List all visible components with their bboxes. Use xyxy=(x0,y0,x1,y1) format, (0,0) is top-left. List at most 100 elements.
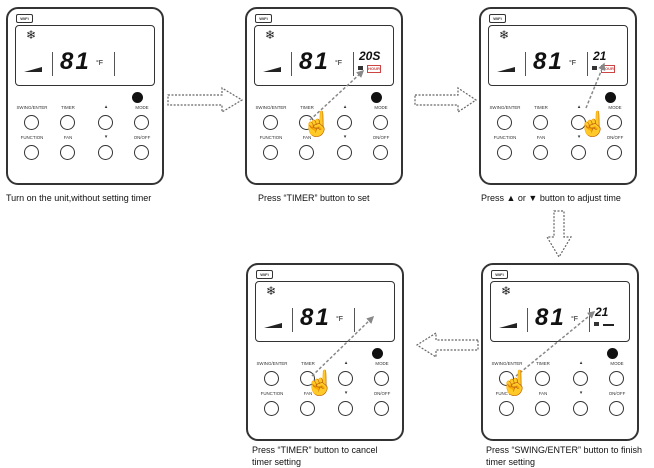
swing-enter-label: SWING/ENTER xyxy=(255,105,287,110)
lcd-separator xyxy=(114,52,115,76)
fan-button[interactable] xyxy=(60,145,75,160)
fan-button[interactable] xyxy=(300,401,315,416)
function-button[interactable] xyxy=(24,145,39,160)
timer-button[interactable] xyxy=(60,115,75,130)
timer-label: TIMER xyxy=(536,361,550,366)
remote-controller-step3: WiFi ❄ 81 °F 21 HOUR SWING/ENTER TIMER ▲… xyxy=(479,7,637,185)
down-button[interactable] xyxy=(337,145,352,160)
timer-readout: 21 xyxy=(595,305,609,319)
timer-button[interactable] xyxy=(533,115,548,130)
flow-arrow-left xyxy=(415,331,479,359)
timer-button[interactable] xyxy=(535,371,550,386)
step1-caption: Turn on the unit,without setting timer xyxy=(6,192,151,204)
caption-line: timer setting xyxy=(486,457,536,467)
down-button[interactable] xyxy=(98,145,113,160)
indicator-light xyxy=(372,348,383,359)
fan-button[interactable] xyxy=(535,401,550,416)
mode-button[interactable] xyxy=(607,115,622,130)
function-label: FUNCTION xyxy=(20,135,44,140)
remote-controller-step2: WiFi ❄ 81 °F 20S HOUR SWING/ENTER TIMER … xyxy=(245,7,403,185)
mode-button[interactable] xyxy=(374,371,389,386)
swing-enter-button[interactable] xyxy=(24,115,39,130)
swing-enter-label: SWING/ENTER xyxy=(491,361,523,366)
mode-button[interactable] xyxy=(134,115,149,130)
mode-button[interactable] xyxy=(609,371,624,386)
up-button[interactable] xyxy=(573,371,588,386)
up-button[interactable] xyxy=(571,115,586,130)
fan-speed-icon xyxy=(24,67,42,72)
temperature-readout: 81 xyxy=(300,304,331,331)
lcd-separator xyxy=(587,52,588,76)
timer-label: TIMER xyxy=(534,105,548,110)
up-button[interactable] xyxy=(337,115,352,130)
mode-label: MODE xyxy=(375,361,389,366)
lcd-display: ❄ 81 °F xyxy=(15,25,155,86)
up-label: ▲ xyxy=(576,104,582,109)
onoff-button[interactable] xyxy=(373,145,388,160)
lcd-separator xyxy=(527,308,528,332)
up-button[interactable] xyxy=(338,371,353,386)
indicator-light xyxy=(371,92,382,103)
onoff-label: ON/OFF xyxy=(133,135,151,140)
fan-button[interactable] xyxy=(533,145,548,160)
pointer-line xyxy=(311,315,375,377)
temperature-unit: °F xyxy=(571,316,579,323)
mode-label: MODE xyxy=(135,105,149,110)
down-button[interactable] xyxy=(338,401,353,416)
step5-caption: Press “TIMER” button to cancel timer set… xyxy=(252,444,378,468)
function-button[interactable] xyxy=(499,401,514,416)
indicator-light xyxy=(132,92,143,103)
timer-label: TIMER xyxy=(61,105,75,110)
timer-label: TIMER xyxy=(301,361,315,366)
temperature-unit: °F xyxy=(335,60,343,67)
snowflake-icon: ❄ xyxy=(265,28,276,42)
wifi-icon: WiFi xyxy=(16,14,33,23)
pointer-line xyxy=(585,62,606,109)
swing-enter-button[interactable] xyxy=(263,115,278,130)
wifi-icon: WiFi xyxy=(489,14,506,23)
down-button[interactable] xyxy=(573,401,588,416)
lcd-separator xyxy=(353,52,354,76)
flow-arrow-right xyxy=(167,86,244,114)
mode-button[interactable] xyxy=(373,115,388,130)
up-label: ▲ xyxy=(342,104,348,109)
wifi-icon: WiFi xyxy=(491,270,508,279)
swing-enter-button[interactable] xyxy=(264,371,279,386)
function-label: FUNCTION xyxy=(259,135,283,140)
function-button[interactable] xyxy=(264,401,279,416)
timer-icon xyxy=(358,66,363,70)
lcd-separator xyxy=(589,308,590,332)
step2-caption: Press “TIMER” button to set xyxy=(258,192,370,204)
step3-caption: Press ▲ or ▼ button to adjust time xyxy=(481,192,621,204)
onoff-button[interactable] xyxy=(134,145,149,160)
swing-enter-button[interactable] xyxy=(499,371,514,386)
snowflake-icon: ❄ xyxy=(26,28,37,42)
lcd-separator xyxy=(525,52,526,76)
down-button[interactable] xyxy=(571,145,586,160)
remote-controller-step4: WiFi ❄ 81 °F 21 SWING/ENTER TIMER ▲ MODE… xyxy=(481,263,639,441)
up-button[interactable] xyxy=(98,115,113,130)
flow-arrow-right xyxy=(414,86,478,114)
function-label: FUNCTION xyxy=(495,391,519,396)
function-button[interactable] xyxy=(263,145,278,160)
timer-button[interactable] xyxy=(300,371,315,386)
fan-label: FAN xyxy=(538,391,548,396)
onoff-label: ON/OFF xyxy=(606,135,624,140)
function-button[interactable] xyxy=(497,145,512,160)
timer-readout: 21 xyxy=(593,49,607,63)
fan-button[interactable] xyxy=(299,145,314,160)
onoff-button[interactable] xyxy=(609,401,624,416)
caption-line: Press “SWING/ENTER” button to finish xyxy=(486,445,643,455)
swing-enter-button[interactable] xyxy=(497,115,512,130)
pointer-line xyxy=(515,311,596,377)
fan-speed-icon xyxy=(263,67,281,72)
temperature-unit: °F xyxy=(569,60,577,67)
down-label: ▼ xyxy=(343,390,349,395)
onoff-button[interactable] xyxy=(374,401,389,416)
down-label: ▼ xyxy=(103,134,109,139)
onoff-button[interactable] xyxy=(607,145,622,160)
temperature-readout: 81 xyxy=(299,48,330,75)
wifi-icon: WiFi xyxy=(256,270,273,279)
function-label: FUNCTION xyxy=(493,135,517,140)
lcd-separator xyxy=(291,52,292,76)
